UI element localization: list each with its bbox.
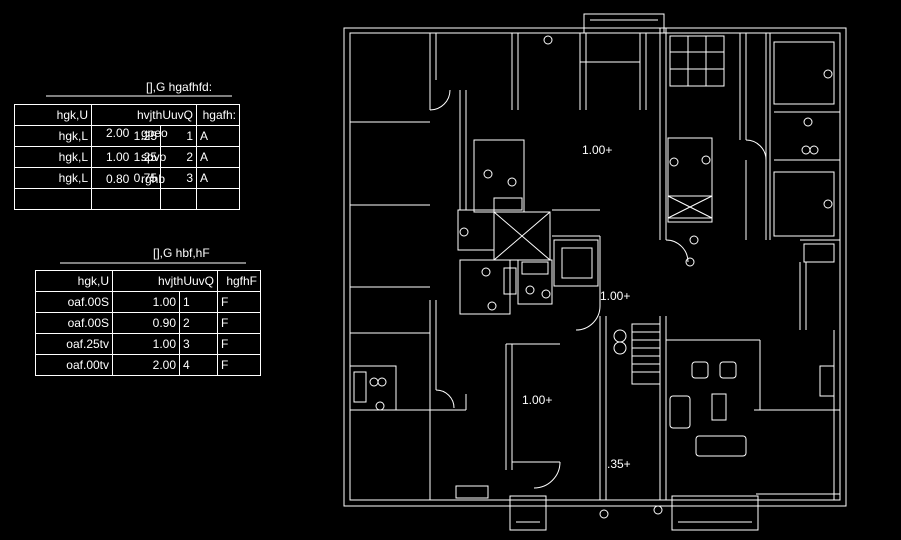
level-marker: 1.00+: [600, 289, 630, 303]
table-cell: 0.90: [112, 312, 180, 334]
sofa: [695, 435, 747, 457]
table-cell: oaf.25tv: [35, 333, 113, 355]
armchair: [719, 361, 737, 379]
schedule-1-table: hgk,U hvjthUuvQ hgafh: hgk,L 1.25 1 A hg…: [14, 104, 240, 210]
bottom-balcony-left: [509, 495, 547, 531]
bathroom-2: [457, 209, 495, 251]
table-cell: hgk,L: [14, 167, 92, 189]
lift-shaft: [553, 239, 599, 287]
table-row: hgk,L 0.75 3 A: [14, 167, 240, 189]
bathroom-4: [517, 259, 553, 305]
table-cell: hgk,L: [14, 146, 92, 168]
bathroom-3: [459, 259, 511, 315]
schedule-1-title: [],G hgafhfd:: [146, 80, 213, 94]
bathtub: [521, 261, 549, 275]
table-header-row: hgk,U hvjthUuvQ hgfhF: [35, 270, 261, 292]
bathroom-1: [473, 139, 525, 213]
bathtub: [503, 267, 517, 295]
table-row: oaf.25tv 1.00 3 F: [35, 333, 261, 355]
counter: [819, 365, 835, 397]
table-cell: [196, 188, 240, 210]
wardrobe: [773, 41, 835, 105]
table-row: oaf.00S 1.00 1 F: [35, 291, 261, 313]
bed: [669, 35, 725, 87]
stairs: [631, 323, 661, 385]
table-row: oaf.00tv 2.00 4 F: [35, 354, 261, 376]
level-marker: .35+: [607, 457, 631, 471]
table-row: [14, 188, 240, 210]
sofa: [669, 395, 691, 429]
bathroom-5: [667, 137, 713, 223]
schedule-2-table: hgk,U hvjthUuvQ hgfhF oaf.00S 1.00 1 F o…: [35, 270, 261, 376]
overlay-text: rghb: [141, 172, 166, 186]
header-cell: hvjthUuvQ: [91, 104, 197, 126]
outer-wall: [343, 27, 847, 507]
bathtub: [493, 197, 523, 211]
level-marker: 1.00+: [522, 393, 552, 407]
sink: [803, 243, 835, 263]
schedule-2-title: [],G hbf,hF: [153, 246, 210, 260]
wardrobe: [773, 171, 835, 237]
top-balcony: [583, 13, 665, 34]
bottom-balcony-right: [671, 495, 759, 531]
bathroom-6: [349, 365, 397, 411]
table: [711, 393, 727, 421]
overlay-text: spvo: [141, 150, 167, 164]
overlay-text: gpeo: [141, 126, 168, 140]
armchair: [691, 361, 709, 379]
overlay-text: 2.00: [106, 126, 130, 140]
level-marker: 1.00+: [582, 143, 612, 157]
table-cell: F: [217, 354, 261, 376]
table-cell: 1.00: [112, 333, 180, 355]
table-cell: F: [217, 312, 261, 334]
table-cell: 0.75: [91, 167, 161, 189]
overlay-text: 1.00: [106, 150, 130, 164]
header-cell: hvjthUuvQ: [112, 270, 218, 292]
overlay-text: 0.80: [106, 172, 130, 186]
stove: [455, 485, 489, 499]
table-cell: 2.00: [112, 354, 180, 376]
table-cell: oaf.00tv: [35, 354, 113, 376]
